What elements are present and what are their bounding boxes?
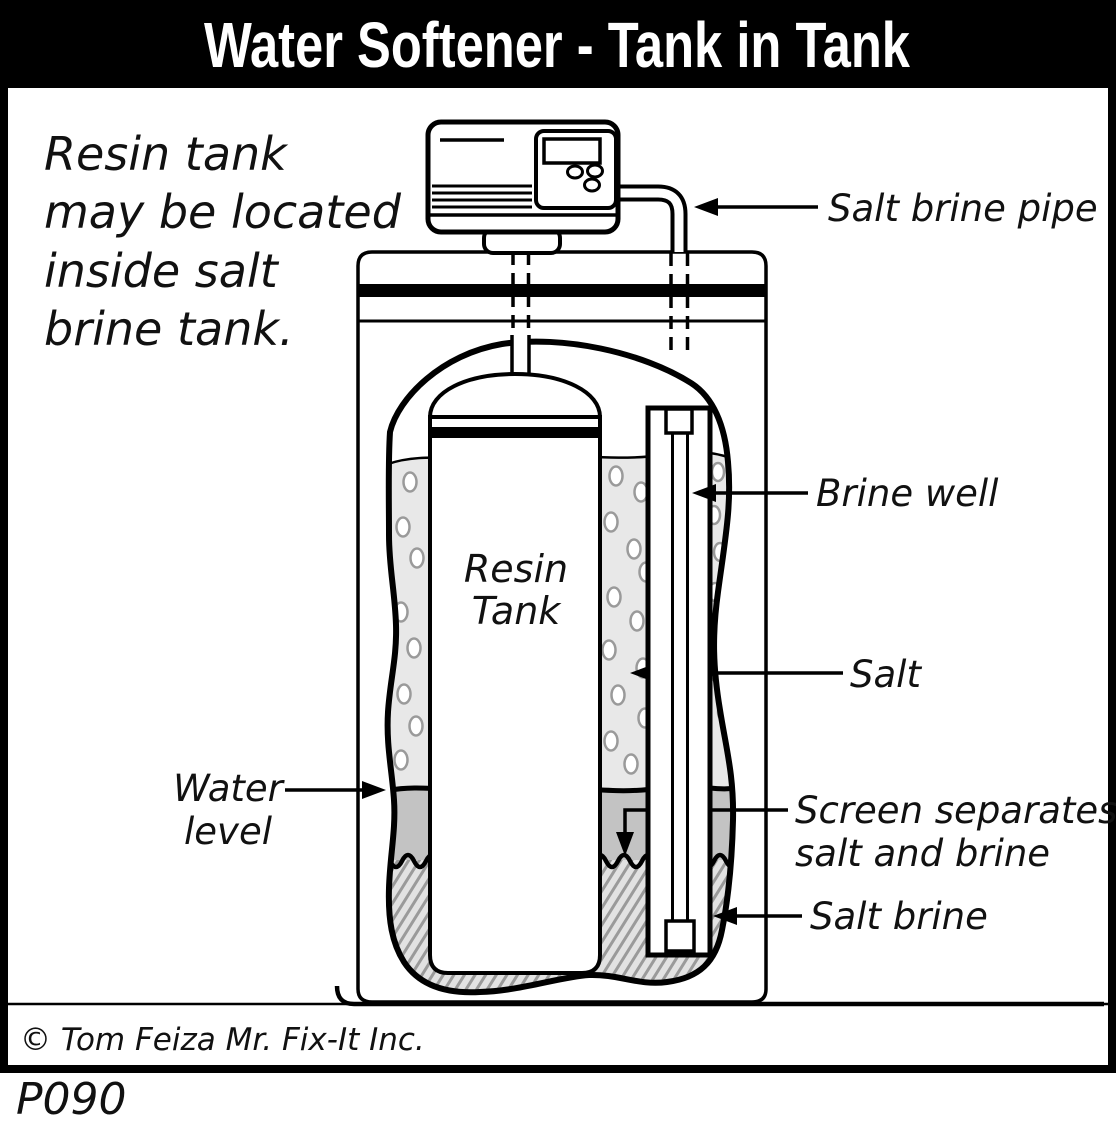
resin-tank-label-1: Resin xyxy=(464,547,568,591)
salt-brine-pipe-label: Salt brine pipe xyxy=(828,187,1098,230)
resin-tank-label-2: Tank xyxy=(472,589,563,633)
salt-brine-pipe-arrowhead xyxy=(694,198,718,216)
brine-well xyxy=(645,405,713,958)
figure-id: P090 xyxy=(16,1074,127,1125)
screen-label-2: salt and brine xyxy=(795,832,1050,875)
riser-neck-fill xyxy=(511,335,530,383)
screen-label-1: Screen separates xyxy=(795,789,1116,832)
salt-label: Salt xyxy=(850,653,922,696)
control-button-1 xyxy=(566,164,584,180)
control-head-vents xyxy=(432,184,532,209)
page-title: Water Softener - Tank in Tank xyxy=(204,9,910,81)
salt-brine-arrowhead xyxy=(713,907,737,925)
brine-float xyxy=(664,919,696,953)
water-level-label-2: level xyxy=(184,810,273,853)
salt-brine-pipe-bore xyxy=(618,188,684,252)
resin-tank-band xyxy=(430,427,600,438)
brine-well-label: Brine well xyxy=(816,472,999,515)
control-button-2 xyxy=(586,163,604,179)
brine-well-arrowhead xyxy=(692,484,716,502)
screen-arrowhead xyxy=(616,832,634,856)
control-button-3 xyxy=(583,177,601,193)
screen-callout-line xyxy=(623,808,788,838)
tank-lid-band xyxy=(359,284,765,297)
resin-tank-body xyxy=(428,415,602,975)
hidden-pipes xyxy=(511,252,690,358)
brine-well-tube xyxy=(645,405,713,958)
intro-note: Resin tank may be located inside salt br… xyxy=(44,127,402,356)
control-display xyxy=(542,137,602,165)
intro-line-2: may be located xyxy=(44,185,402,239)
water-level-label-1: Water xyxy=(173,767,286,810)
salt-brine-label: Salt brine xyxy=(810,895,988,938)
resin-tank: Resin Tank xyxy=(427,335,603,975)
copyright-text: © Tom Feiza Mr. Fix-It Inc. xyxy=(20,1022,425,1058)
intro-line-3: inside salt xyxy=(44,244,280,298)
intro-line-4: brine tank. xyxy=(44,302,294,356)
callouts-front: Salt brine pipe Brine well Salt Water le… xyxy=(173,187,1116,938)
control-head xyxy=(425,119,688,255)
water-level-arrowhead xyxy=(362,781,386,799)
intro-line-1: Resin tank xyxy=(44,127,289,181)
floor-line xyxy=(334,985,1104,1007)
resin-tank-dome xyxy=(427,371,603,419)
salt-bag-outline xyxy=(384,338,737,996)
brine-pickup-cap xyxy=(664,407,694,435)
